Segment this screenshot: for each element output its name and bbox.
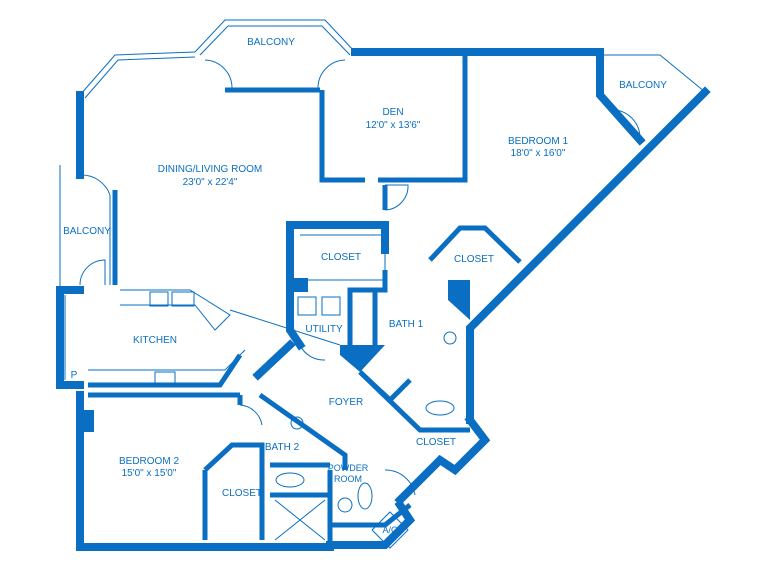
room-label-bedroom2: BEDROOM 2 xyxy=(118,456,180,467)
room-label-pantry: P xyxy=(70,370,78,381)
doors-and-fixtures xyxy=(79,59,641,513)
room-label-den: DEN xyxy=(382,107,404,118)
room-label-closet-foyer: CLOSET xyxy=(415,437,457,448)
room-label-closet-center: CLOSET xyxy=(320,252,362,263)
room-size-bedroom2: 15'0" x 15'0" xyxy=(121,468,177,479)
room-label-balcony-left: BALCONY xyxy=(63,226,111,237)
room-label-closet-bedroom2: CLOSET xyxy=(221,488,263,499)
room-label-balcony-right: BALCONY xyxy=(619,80,667,91)
room-label-bath1: BATH 1 xyxy=(388,319,424,330)
room-label-dining-living: DINING/LIVING ROOM xyxy=(157,164,263,175)
room-label-foyer: FOYER xyxy=(328,397,364,408)
room-label-powder-2: ROOM xyxy=(334,474,362,484)
room-size-bedroom1: 18'0" x 16'0" xyxy=(510,148,566,159)
room-label-bath2: BATH 2 xyxy=(264,442,300,453)
exterior-walls xyxy=(56,19,711,551)
room-label-bedroom1: BEDROOM 1 xyxy=(507,136,569,147)
room-label-balcony-top: BALCONY xyxy=(247,37,295,48)
room-size-dining-living: 23'0" x 22'4" xyxy=(182,177,238,188)
room-label-ac: A/C xyxy=(382,525,398,535)
room-label-kitchen: KITCHEN xyxy=(133,335,177,346)
room-size-den: 12'0" x 13'6" xyxy=(365,120,421,131)
room-label-utility: UTILITY xyxy=(305,324,343,335)
interior-walls xyxy=(88,55,522,549)
room-label-powder: POWDER xyxy=(327,463,369,473)
room-label-closet-bedroom1: CLOSET xyxy=(453,254,495,265)
